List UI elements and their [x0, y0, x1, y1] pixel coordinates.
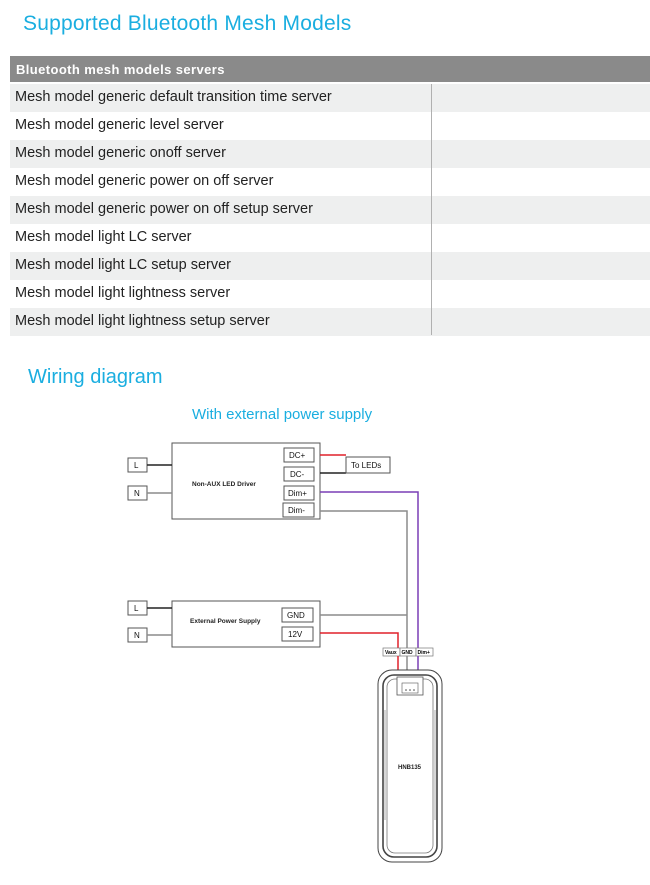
device-label: HNB135: [398, 765, 422, 771]
dim-plus-terminal: [283, 485, 315, 501]
driver-l-label: L: [134, 461, 139, 470]
dim-pin: [415, 647, 434, 657]
wiring-subtitle: With external power supply: [192, 406, 373, 423]
power-supply-label: External Power Supply: [190, 618, 261, 625]
table-column-divider: [431, 84, 432, 335]
table-row: Mesh model generic power on off setup se…: [10, 196, 650, 224]
table-row: Mesh model generic default transition ti…: [10, 84, 650, 112]
dim-minus-wire: [320, 510, 408, 650]
dc-plus-label: DC+: [289, 451, 306, 460]
table-row: Mesh model generic power on off server: [15, 173, 274, 189]
wiring-diagram: Non-AUX LED Driver L N DC+ DC- Dim+ Dim-…: [127, 442, 443, 863]
mesh-models-table: Bluetooth mesh models servers Mesh model…: [10, 56, 650, 336]
table-row: Mesh model generic onoff server: [10, 140, 650, 168]
wiring-title: Wiring diagram: [28, 366, 163, 388]
dc-minus-terminal: [283, 466, 315, 482]
section-title: Supported Bluetooth Mesh Models: [23, 12, 352, 35]
dc-plus-terminal: [283, 447, 315, 463]
gnd-label: GND: [287, 611, 305, 620]
table-row: Mesh model light lightness server: [15, 285, 231, 301]
psu-l-label: L: [134, 604, 139, 613]
gnd-terminal: [281, 607, 314, 623]
v12-terminal: [281, 626, 314, 642]
dim-pin-label: Dim+: [418, 650, 430, 656]
table-header: Bluetooth mesh models servers: [10, 56, 650, 82]
table-row: Mesh model light lightness setup server: [10, 308, 650, 336]
dim-plus-wire: [320, 491, 419, 650]
v12-label: 12V: [288, 630, 303, 639]
dc-minus-label: DC-: [290, 470, 305, 479]
table-row: Mesh model light LC server: [15, 229, 192, 245]
gnd-pin-label: GND: [402, 650, 414, 656]
psu-n-label: N: [134, 631, 140, 640]
driver-n-label: N: [134, 489, 140, 498]
table-row: Mesh model generic level server: [15, 117, 224, 133]
dim-minus-label: Dim-: [288, 506, 305, 515]
vaux-pin-label: Vaux: [385, 650, 397, 656]
table-row: Mesh model light LC setup server: [10, 252, 650, 280]
to-leds-label: To LEDs: [351, 461, 381, 470]
dim-minus-terminal: [282, 502, 315, 518]
hnb135-device: [377, 669, 443, 863]
v12-wire: [320, 632, 399, 650]
led-driver-label: Non-AUX LED Driver: [192, 481, 256, 488]
dim-plus-label: Dim+: [288, 489, 307, 498]
to-leds-box: [345, 456, 391, 474]
